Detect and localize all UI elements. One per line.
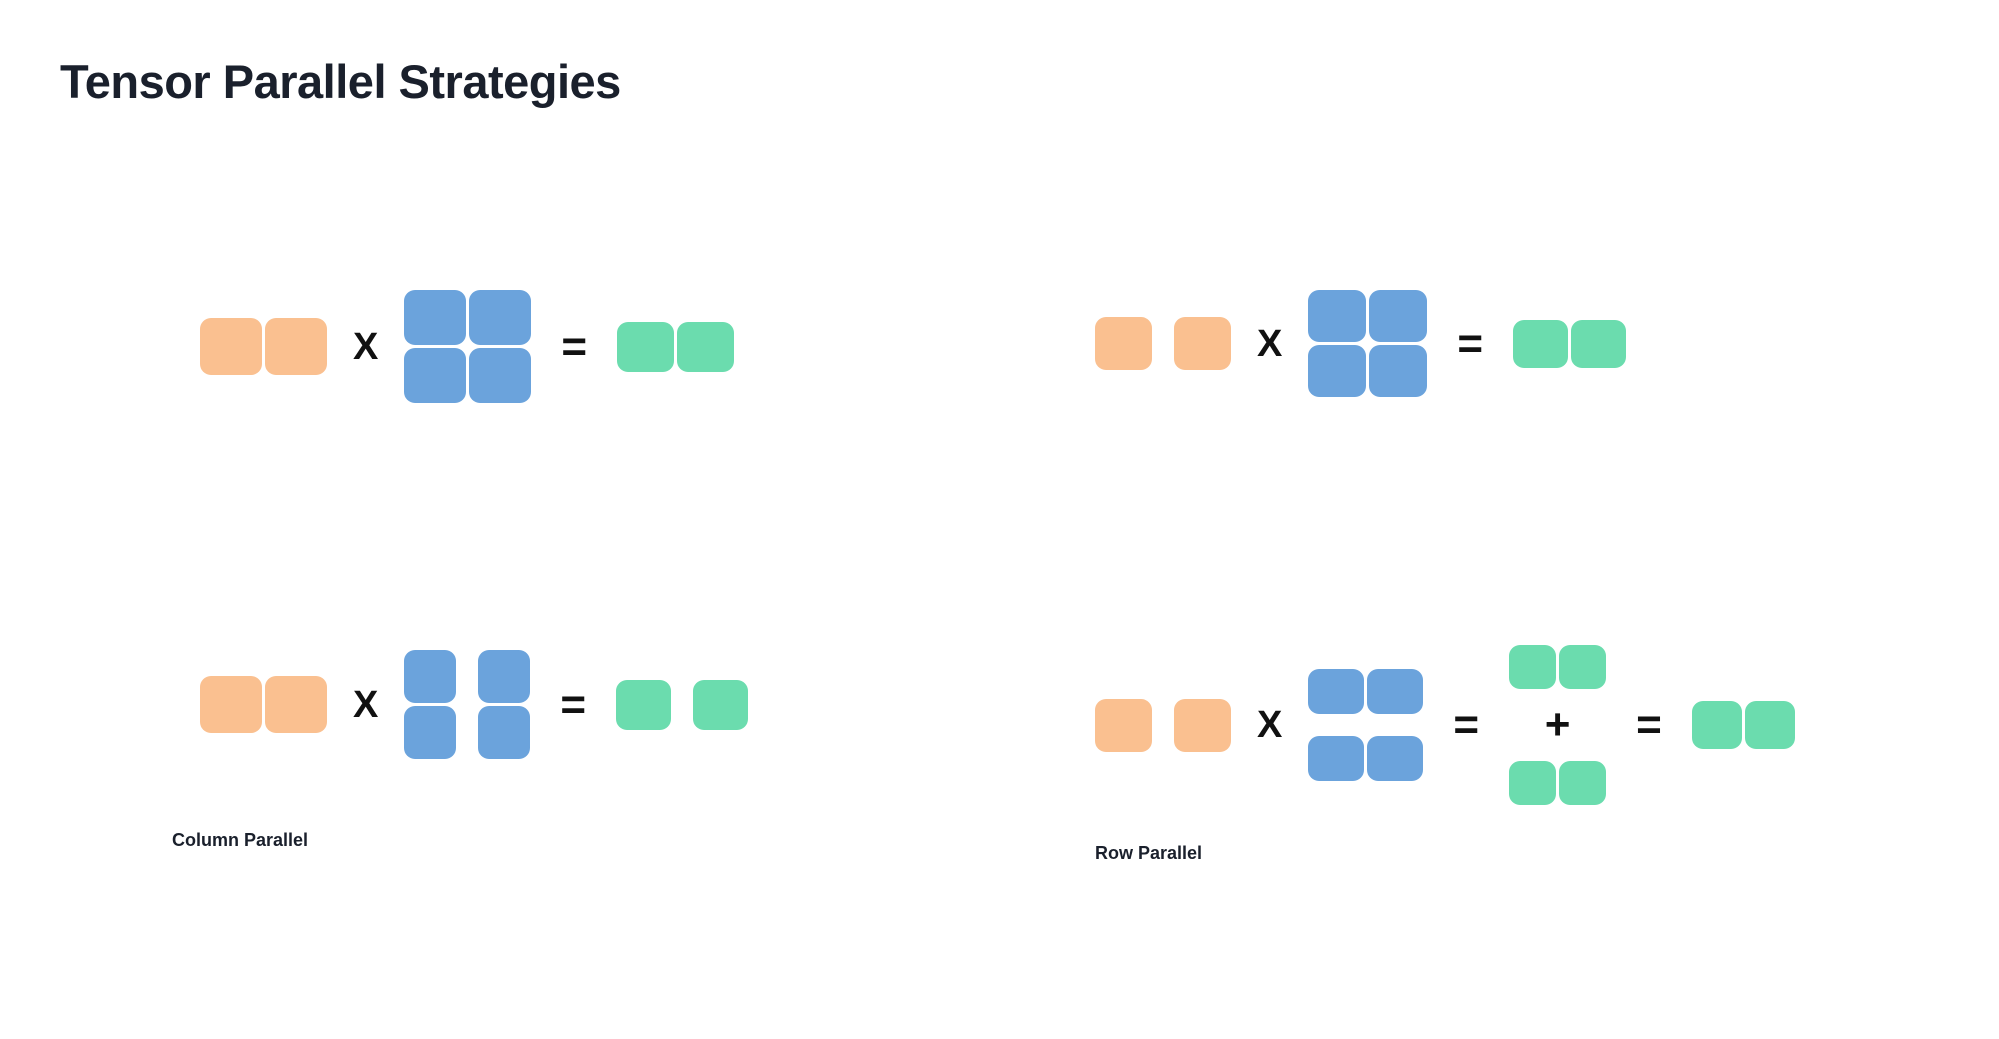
matrix-cell bbox=[265, 318, 327, 375]
input-matrix-orange bbox=[200, 676, 327, 733]
matrix-cell bbox=[1369, 290, 1428, 342]
matrix-cell bbox=[404, 348, 467, 403]
matrix-cell bbox=[1509, 645, 1557, 689]
matrix-cell bbox=[1095, 317, 1152, 370]
matrix-cell bbox=[616, 679, 672, 730]
matrix-cell bbox=[469, 290, 532, 345]
operator-times: X bbox=[353, 683, 379, 726]
matrix-cell bbox=[1571, 319, 1627, 368]
matrix-cell bbox=[1559, 761, 1607, 805]
matrix-cell bbox=[1559, 645, 1607, 689]
operator-equals-final: = bbox=[1636, 700, 1662, 749]
output-matrix-green-column-sharded bbox=[616, 679, 749, 730]
matrix-cell bbox=[1308, 669, 1365, 714]
operator-times: X bbox=[1257, 322, 1283, 365]
matrix-cell bbox=[1174, 317, 1231, 370]
matrix-cell bbox=[478, 650, 531, 703]
matrix-row bbox=[1308, 736, 1424, 781]
matrix-cell bbox=[469, 348, 532, 403]
matrix-cell bbox=[478, 706, 531, 759]
operator-plus: + bbox=[1544, 700, 1571, 749]
matrix-cell bbox=[1308, 736, 1365, 781]
matrix-row bbox=[404, 290, 532, 345]
matrix-cell bbox=[404, 650, 457, 703]
diagram-top-right: X = bbox=[1095, 290, 1627, 397]
equation-top-right: X = bbox=[1095, 290, 1627, 397]
input-matrix-orange bbox=[1095, 317, 1231, 370]
operator-equals: = bbox=[561, 321, 588, 371]
diagram-row-parallel: X = + bbox=[1095, 645, 1795, 805]
matrix-cell bbox=[677, 321, 735, 372]
weight-matrix-blue-row-sharded bbox=[1308, 669, 1424, 781]
matrix-row bbox=[404, 348, 532, 403]
output-matrix-green bbox=[1513, 319, 1627, 368]
operator-times: X bbox=[1257, 704, 1283, 746]
page-title: Tensor Parallel Strategies bbox=[60, 55, 621, 108]
weight-matrix-blue bbox=[404, 290, 532, 403]
matrix-row bbox=[1308, 345, 1428, 397]
partial-output-matrix-green bbox=[1509, 645, 1607, 689]
matrix-cell bbox=[1308, 345, 1367, 397]
diagram-column-parallel: X = bbox=[200, 650, 749, 759]
output-matrix-green bbox=[617, 321, 735, 372]
caption-column-parallel: Column Parallel bbox=[172, 830, 309, 850]
partial-output-matrix-green bbox=[1509, 761, 1607, 805]
matrix-row bbox=[404, 706, 531, 759]
matrix-cell bbox=[1308, 290, 1367, 342]
matrix-cell bbox=[265, 676, 327, 733]
input-matrix-orange-sharded bbox=[1095, 698, 1231, 752]
matrix-cell bbox=[1369, 345, 1428, 397]
matrix-row bbox=[404, 650, 531, 703]
partial-sum-stack: + bbox=[1509, 645, 1607, 805]
matrix-cell bbox=[1367, 669, 1424, 714]
weight-matrix-blue bbox=[1308, 290, 1428, 397]
matrix-row bbox=[1308, 669, 1424, 714]
matrix-cell bbox=[200, 318, 262, 375]
matrix-cell bbox=[200, 676, 262, 733]
matrix-cell bbox=[1367, 736, 1424, 781]
matrix-cell bbox=[617, 321, 675, 372]
matrix-cell bbox=[1509, 761, 1557, 805]
matrix-cell bbox=[404, 706, 457, 759]
matrix-cell bbox=[1174, 698, 1231, 752]
equation-top-left: X = bbox=[200, 290, 735, 403]
input-matrix-orange bbox=[200, 318, 327, 375]
matrix-cell bbox=[404, 290, 467, 345]
matrix-row bbox=[1308, 290, 1428, 342]
operator-equals: = bbox=[1453, 700, 1480, 749]
matrix-cell bbox=[1744, 701, 1795, 749]
diagram-top-left: X = bbox=[200, 290, 735, 403]
caption-row-parallel: Row Parallel bbox=[1095, 843, 1203, 863]
output-matrix-green-reduced bbox=[1691, 701, 1795, 749]
equation-column-parallel: X = bbox=[200, 650, 749, 759]
operator-equals: = bbox=[560, 679, 587, 729]
weight-matrix-blue-column-sharded bbox=[404, 650, 531, 759]
matrix-cell bbox=[1691, 701, 1742, 749]
matrix-cell bbox=[1513, 319, 1569, 368]
matrix-cell bbox=[693, 679, 749, 730]
equation-row-parallel: X = + bbox=[1095, 645, 1795, 805]
matrix-cell bbox=[1095, 698, 1152, 752]
operator-times: X bbox=[353, 325, 379, 368]
operator-equals: = bbox=[1457, 318, 1484, 368]
